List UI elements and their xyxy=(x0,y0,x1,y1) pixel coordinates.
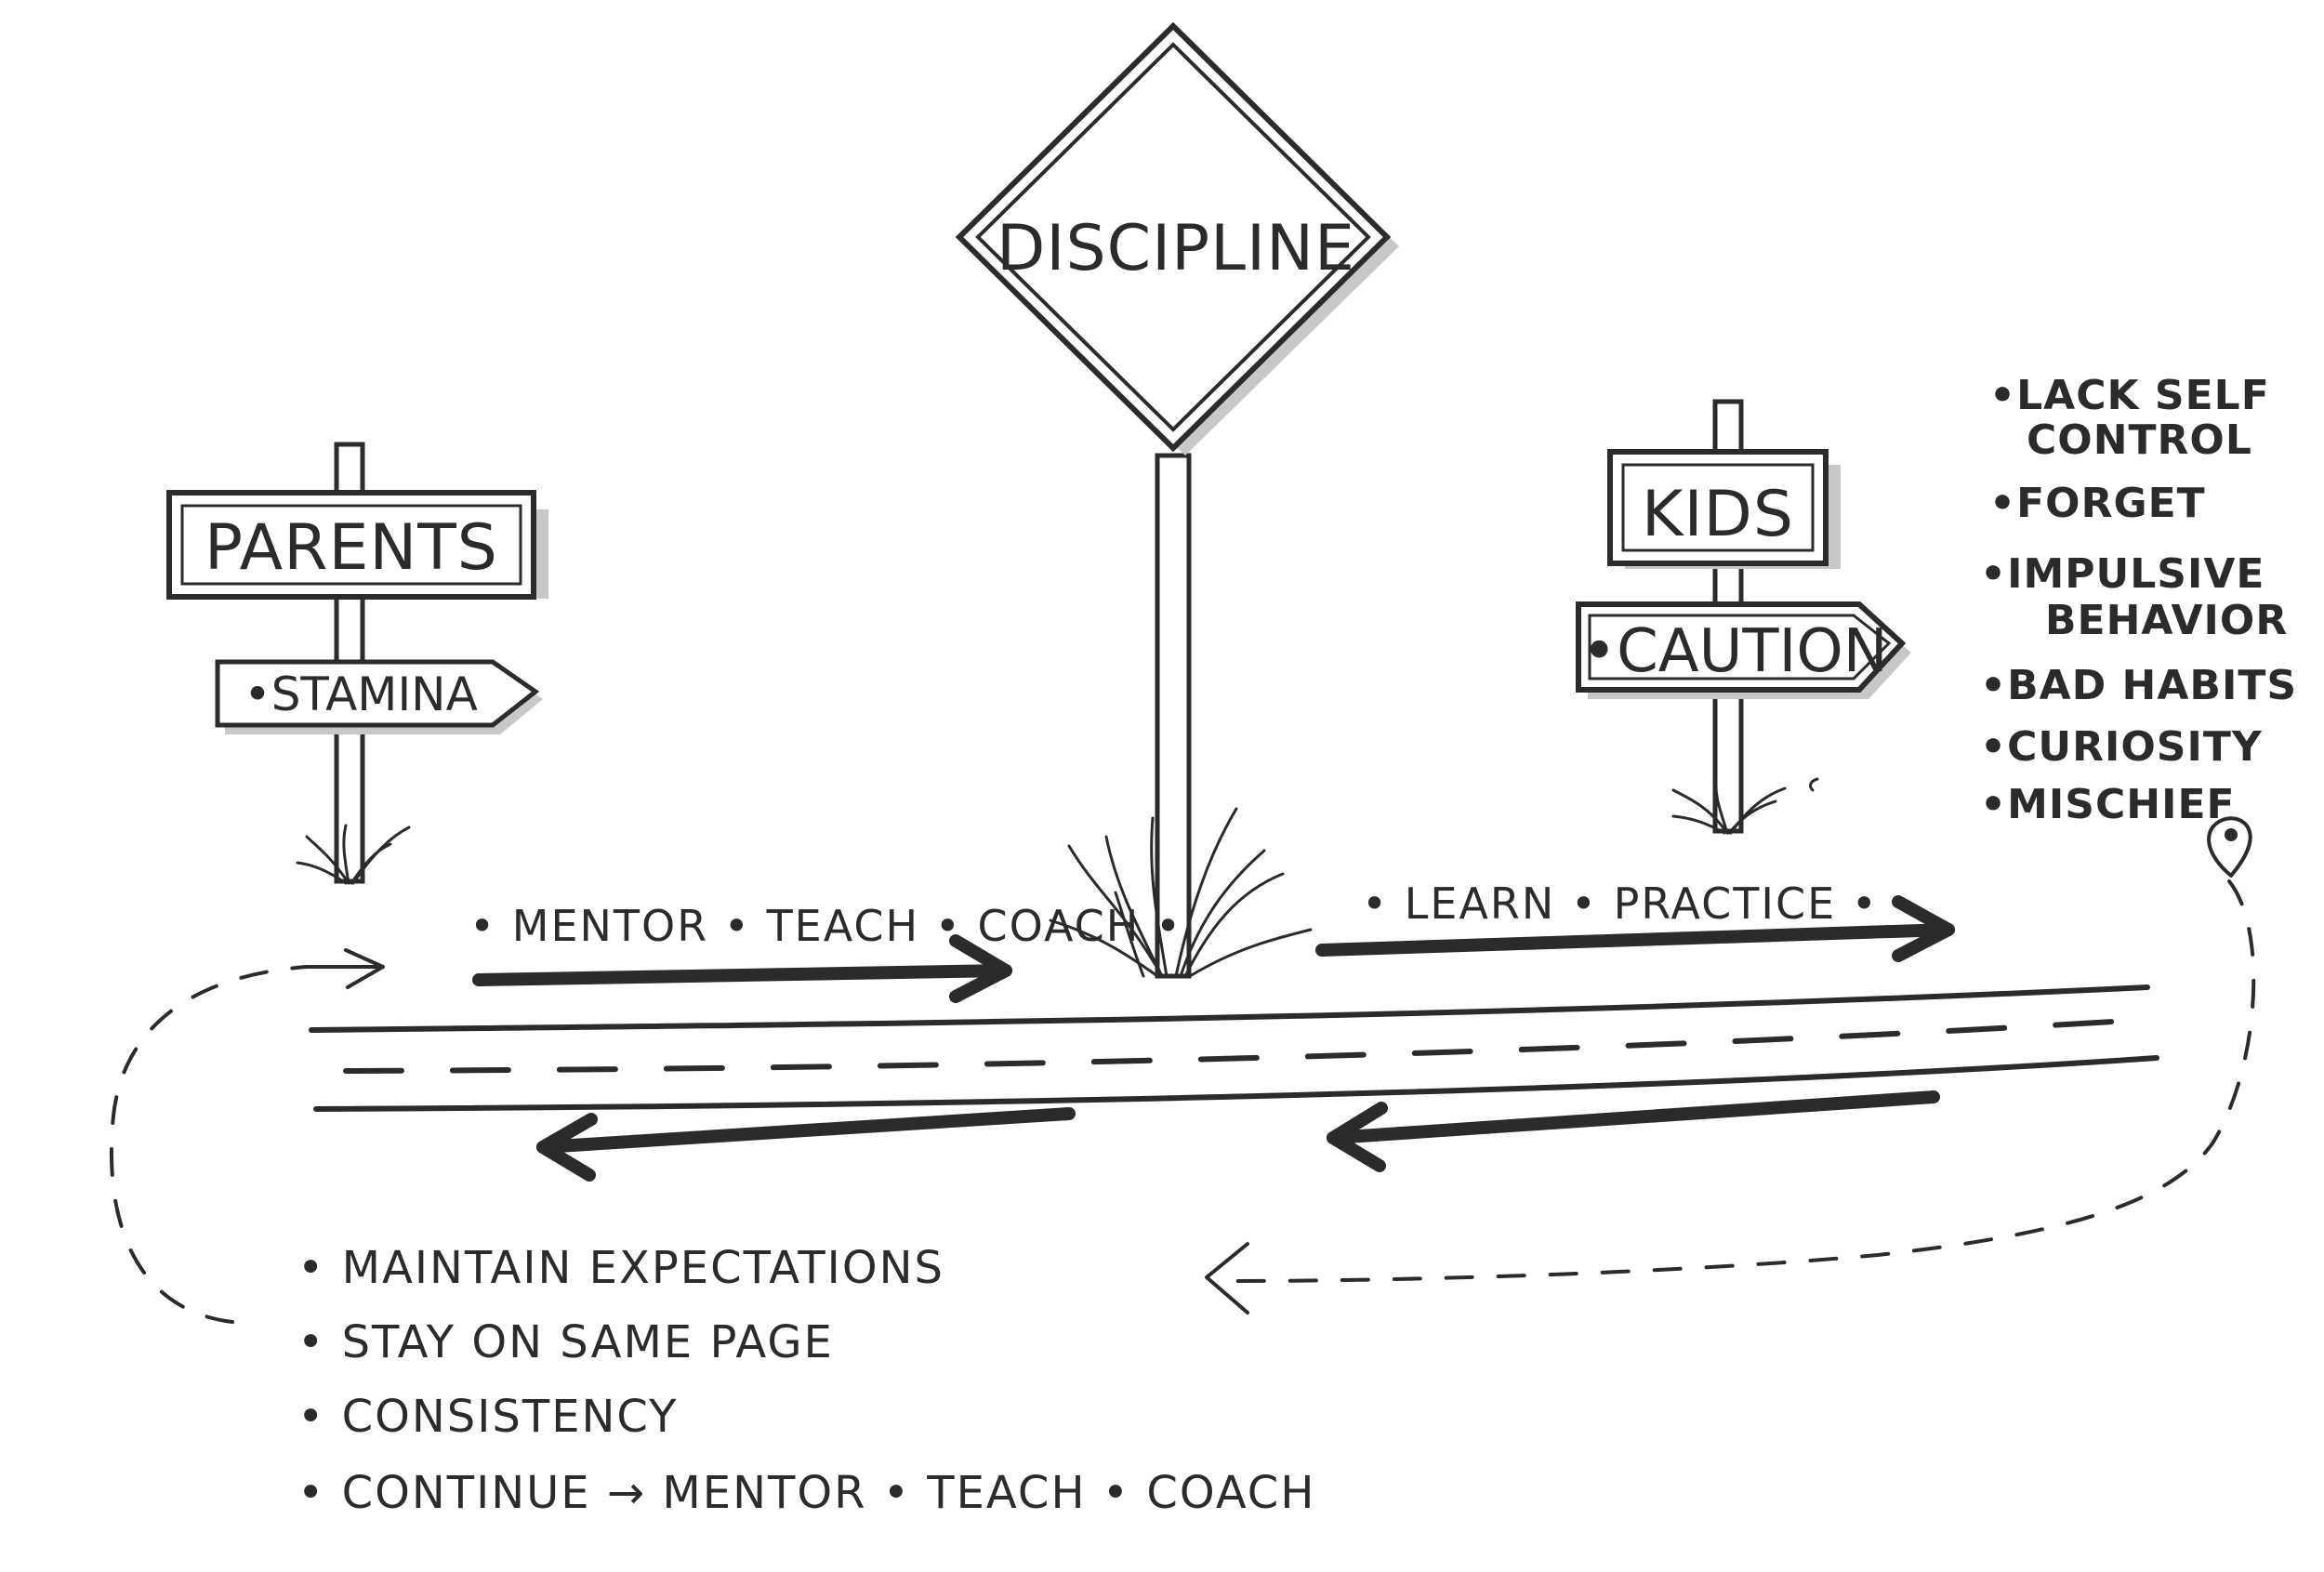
discipline-sign-post xyxy=(1155,453,1192,979)
road xyxy=(309,984,2159,1112)
kids-actions-label: • LEARN • PRACTICE • xyxy=(1362,878,1879,929)
kids-sign: KIDS •CAUTION xyxy=(1576,399,1911,834)
kid-trait-item: BEHAVIOR xyxy=(2045,597,2288,644)
stamina-sign-board xyxy=(215,659,540,728)
road-center-line xyxy=(343,1018,2132,1074)
parent-step-item: • CONSISTENCY xyxy=(297,1391,678,1443)
discipline-sign-label: DISCIPLINE xyxy=(997,212,1355,285)
parent-step-item: • MAINTAIN EXPECTATIONS xyxy=(297,1242,944,1294)
kid-trait-item: •IMPULSIVE xyxy=(1980,550,2265,598)
parents-sign: PARENTS •STAMINA xyxy=(166,442,548,884)
discipline-sign-outer xyxy=(955,21,1392,453)
parents-actions-label: • MENTOR • TEACH • COACH • xyxy=(469,901,1182,951)
arrow-parents-back xyxy=(536,1107,1076,1182)
kid-trait-item: •CURIOSITY xyxy=(1980,723,2263,771)
grass-center-icon xyxy=(1049,807,1313,978)
parents-sign-label: PARENTS xyxy=(205,511,498,585)
kid-trait-item: •MISCHIEF xyxy=(1980,781,2236,828)
loop-right-dashed xyxy=(1205,879,2256,1314)
caution-sign-board xyxy=(1576,601,1907,693)
road-top-edge xyxy=(309,984,2150,1033)
discipline-sign: DISCIPLINE xyxy=(955,21,1399,979)
parents-sign-board xyxy=(166,490,536,600)
arrow-kids-back xyxy=(1327,1090,1940,1172)
arrow-parents-forward xyxy=(472,934,1012,1003)
kids-sign-board xyxy=(1607,449,1829,566)
discipline-sign-inner xyxy=(975,42,1371,432)
caution-sign-label: •CAUTION xyxy=(1581,617,1887,686)
parent-steps-list: • MAINTAIN EXPECTATIONS • STAY ON SAME P… xyxy=(297,1242,1315,1519)
kid-trait-item: •FORGET xyxy=(1989,480,2206,527)
grass-left-icon xyxy=(296,824,411,885)
grass-right-icon xyxy=(1671,777,1819,835)
parent-step-item: • STAY ON SAME PAGE xyxy=(297,1316,834,1368)
kid-trait-item: CONTROL xyxy=(2027,416,2252,464)
arrow-kids-forward xyxy=(1315,895,1955,962)
stamina-sign-label: •STAMINA xyxy=(244,667,478,721)
road-bottom-edge xyxy=(313,1055,2159,1112)
kid-trait-item: •LACK SELF xyxy=(1989,372,2270,419)
kids-sign-label: KIDS xyxy=(1642,478,1794,551)
loop-left-dashed xyxy=(109,948,385,1324)
kid-trait-item: •BAD HABITS xyxy=(1980,662,2297,709)
kid-traits-list: •LACK SELF CONTROL •FORGET •IMPULSIVE BE… xyxy=(1980,372,2297,828)
location-pin-icon xyxy=(2207,816,2252,878)
parent-step-item: • CONTINUE → MENTOR • TEACH • COACH xyxy=(297,1467,1315,1519)
